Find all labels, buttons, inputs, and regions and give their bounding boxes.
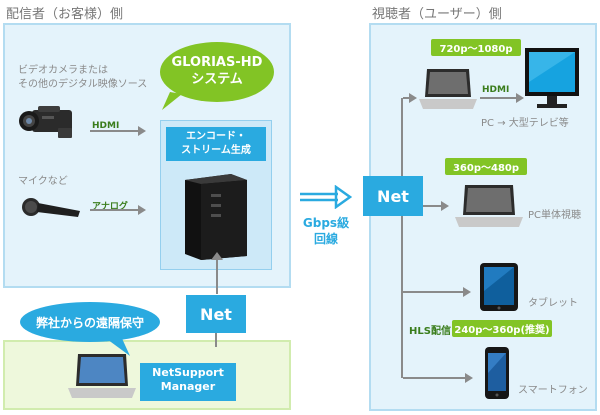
encode-stream-label: エンコード・ ストリーム生成 bbox=[166, 127, 266, 161]
remote-maintenance-bubble: 弊社からの遠隔保守 bbox=[20, 302, 160, 342]
laptop-icon bbox=[455, 185, 523, 227]
tablet-label: タブレット bbox=[528, 298, 578, 309]
tree-line bbox=[401, 98, 403, 176]
pc-only-label: PC単体視聴 bbox=[528, 210, 582, 221]
netsupport-manager-box: NetSupport Manager bbox=[140, 363, 236, 401]
smartphone-label: スマートフォン bbox=[518, 385, 588, 396]
mic-label: マイクなど bbox=[18, 176, 68, 187]
tree-line bbox=[401, 216, 403, 378]
viewer-side-title: 視聴者（ユーザー）側 bbox=[372, 7, 502, 22]
sender-side-title: 配信者（お客様）側 bbox=[6, 7, 124, 22]
monitor-icon bbox=[525, 48, 579, 108]
bubble-tail bbox=[100, 334, 130, 356]
video-source-label: ビデオカメラまたは その他のデジタル映像ソース bbox=[18, 65, 148, 90]
microphone-icon bbox=[22, 198, 80, 217]
hdmi-label-right: HDMI bbox=[482, 85, 510, 95]
hdmi-label-left: HDMI bbox=[92, 121, 120, 131]
server-icon bbox=[185, 174, 247, 260]
arrow-icon bbox=[403, 93, 417, 103]
resolution-badge-hd: 720p～1080p bbox=[431, 39, 521, 56]
analog-label: アナログ bbox=[92, 202, 128, 212]
net-box-right: Net bbox=[363, 176, 423, 216]
arrow-icon bbox=[423, 201, 449, 211]
arrow-icon bbox=[403, 287, 471, 297]
glorias-hd-bubble: GLORIAS-HD システム bbox=[160, 42, 274, 102]
arrow-icon bbox=[403, 373, 473, 383]
arrow-icon bbox=[90, 126, 146, 136]
double-arrow-icon bbox=[300, 185, 352, 209]
bubble-tail bbox=[162, 92, 182, 110]
laptop-icon bbox=[68, 354, 136, 398]
gbps-line-label: Gbps級 回線 bbox=[302, 216, 350, 246]
arrow-icon bbox=[90, 205, 146, 215]
resolution-badge-mobile: 240p～360p(推奨) bbox=[452, 320, 552, 337]
pc-to-tv-label: PC → 大型テレビ等 bbox=[481, 118, 569, 129]
laptop-icon bbox=[419, 69, 477, 109]
connector-line bbox=[215, 333, 217, 347]
smartphone-icon bbox=[485, 347, 509, 399]
tablet-icon bbox=[480, 263, 518, 311]
video-camera-icon bbox=[19, 106, 72, 138]
resolution-badge-sd: 360p～480p bbox=[445, 158, 527, 175]
hls-label: HLS配信 bbox=[409, 326, 451, 337]
net-box-left: Net bbox=[186, 295, 246, 333]
arrow-icon bbox=[480, 93, 524, 103]
arrow-icon bbox=[211, 252, 223, 294]
